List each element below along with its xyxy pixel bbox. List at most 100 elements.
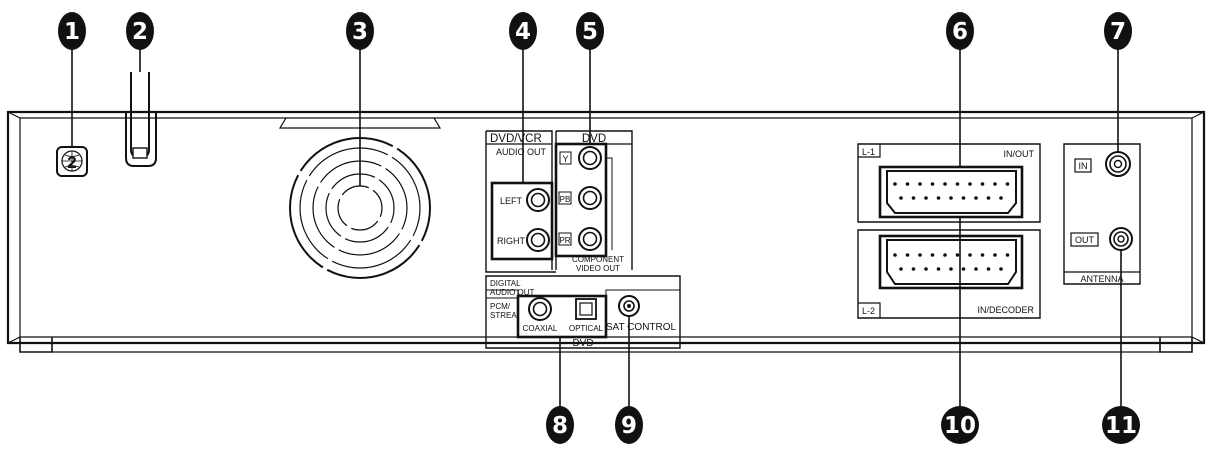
scart-pin: [943, 253, 947, 257]
left-audio-jack: [526, 188, 550, 212]
scart-pin: [986, 196, 991, 200]
sat-control-jack: [618, 295, 640, 317]
callout-1: 1: [58, 12, 86, 50]
l2-label: L-2: [862, 306, 875, 316]
in-label: IN: [1079, 161, 1088, 171]
callout-5-number: 5: [582, 19, 598, 45]
scart-pin: [980, 182, 985, 186]
out-tag: [1070, 232, 1099, 247]
callout-2: 2: [126, 12, 154, 50]
callout-7-number: 7: [1110, 19, 1126, 45]
callout-5: 5: [576, 12, 604, 50]
scart-pin: [1005, 182, 1010, 186]
scart-pin: [911, 196, 916, 200]
scart-pin: [955, 253, 960, 257]
scart-pin: [905, 182, 910, 186]
in-tag: [1074, 158, 1092, 173]
scart-pin: [899, 267, 903, 271]
scart-pin: [949, 267, 953, 271]
scart-pin: [918, 182, 922, 186]
stream-label: STREAM: [490, 311, 524, 320]
scart-pin: [961, 196, 966, 200]
coaxial-jack: [528, 297, 552, 321]
scart-pin: [974, 267, 978, 271]
chassis: [6, 110, 1206, 353]
scart-pin: [980, 253, 985, 257]
region-code-badge: 2: [56, 146, 88, 177]
leader-lines: [71, 47, 1122, 410]
scart-pin: [905, 253, 910, 257]
scart-pin: [943, 182, 947, 186]
scart-pin: [930, 182, 935, 186]
scart-pin: [930, 253, 935, 257]
scart-pin: [936, 267, 941, 271]
y-label: Y: [562, 154, 568, 164]
out-label: OUT: [1075, 235, 1095, 245]
callout-4-box: [490, 181, 554, 261]
scart-pin: [949, 196, 953, 200]
pb-tag: [558, 191, 572, 205]
callout-9-number: 9: [621, 413, 637, 439]
pb-label: PB: [560, 195, 571, 204]
scart-pin: [955, 182, 960, 186]
antenna-in-jack: [1105, 151, 1131, 177]
scart-pin: [999, 267, 1003, 271]
component-label: COMPONENT: [572, 255, 624, 264]
scart-pin: [993, 253, 997, 257]
scart-pin: [999, 196, 1003, 200]
scart-pin: [936, 196, 941, 200]
scart-pin: [974, 196, 978, 200]
scart-l2-panel: [857, 229, 1041, 319]
pcm-label: PCM/: [490, 302, 511, 311]
callout-4-number: 4: [515, 19, 531, 45]
callout-10: 10: [941, 406, 979, 444]
scart-pin: [924, 196, 928, 200]
region-code-text: 2: [67, 153, 76, 172]
scart-pin: [961, 267, 966, 271]
power-cord: [125, 72, 157, 167]
scart-l2-connector: [878, 234, 1024, 290]
fan-spoke: [321, 224, 353, 272]
dvd-vcr-label: DVD/VCR: [490, 133, 542, 145]
audio-out-label: AUDIO OUT: [496, 147, 547, 157]
scart-pin: [911, 267, 916, 271]
scart-pin: [924, 267, 928, 271]
sat-control-label: SAT CONTROL: [606, 322, 677, 333]
scart-pin: [986, 267, 991, 271]
scart-pin: [968, 182, 972, 186]
antenna-panel: [1063, 143, 1141, 285]
in-decoder-label: IN/DECODER: [977, 305, 1034, 315]
callout-8: 8: [546, 406, 574, 444]
callout-10-number: 10: [944, 413, 976, 439]
callout-9: 9: [615, 406, 643, 444]
fan-spoke: [376, 215, 424, 247]
pr-label: PR: [559, 236, 570, 245]
callout-7: 7: [1104, 12, 1132, 50]
digital-label: DIGITAL: [490, 279, 521, 288]
pr-jack: [578, 227, 602, 251]
scart-pin: [968, 253, 972, 257]
dvd-top-label: DVD: [582, 133, 606, 145]
left-jack-label: LEFT: [500, 196, 523, 206]
antenna-out-jack: [1109, 227, 1133, 251]
callout-11: 11: [1102, 406, 1140, 444]
scart-pin: [1005, 253, 1010, 257]
optical-port: [575, 298, 597, 320]
audio-out-2-label: AUDIO OUT: [490, 288, 535, 297]
l1-label: L-1: [862, 147, 875, 157]
right-jack-label: RIGHT: [497, 236, 526, 246]
scart-pin: [918, 253, 922, 257]
callout-4: 4: [509, 12, 537, 50]
video-out-label: VIDEO OUT: [576, 264, 620, 273]
fan-spoke: [296, 169, 344, 201]
optical-label: OPTICAL: [569, 324, 604, 333]
pr-tag: [558, 232, 572, 246]
callout-5-box: [554, 142, 608, 258]
scart-l1-panel: [857, 143, 1041, 223]
scart-pin: [993, 182, 997, 186]
callout-2-number: 2: [132, 19, 148, 45]
dvd-bottom-label: DVD: [572, 338, 593, 349]
right-audio-jack: [526, 228, 550, 252]
